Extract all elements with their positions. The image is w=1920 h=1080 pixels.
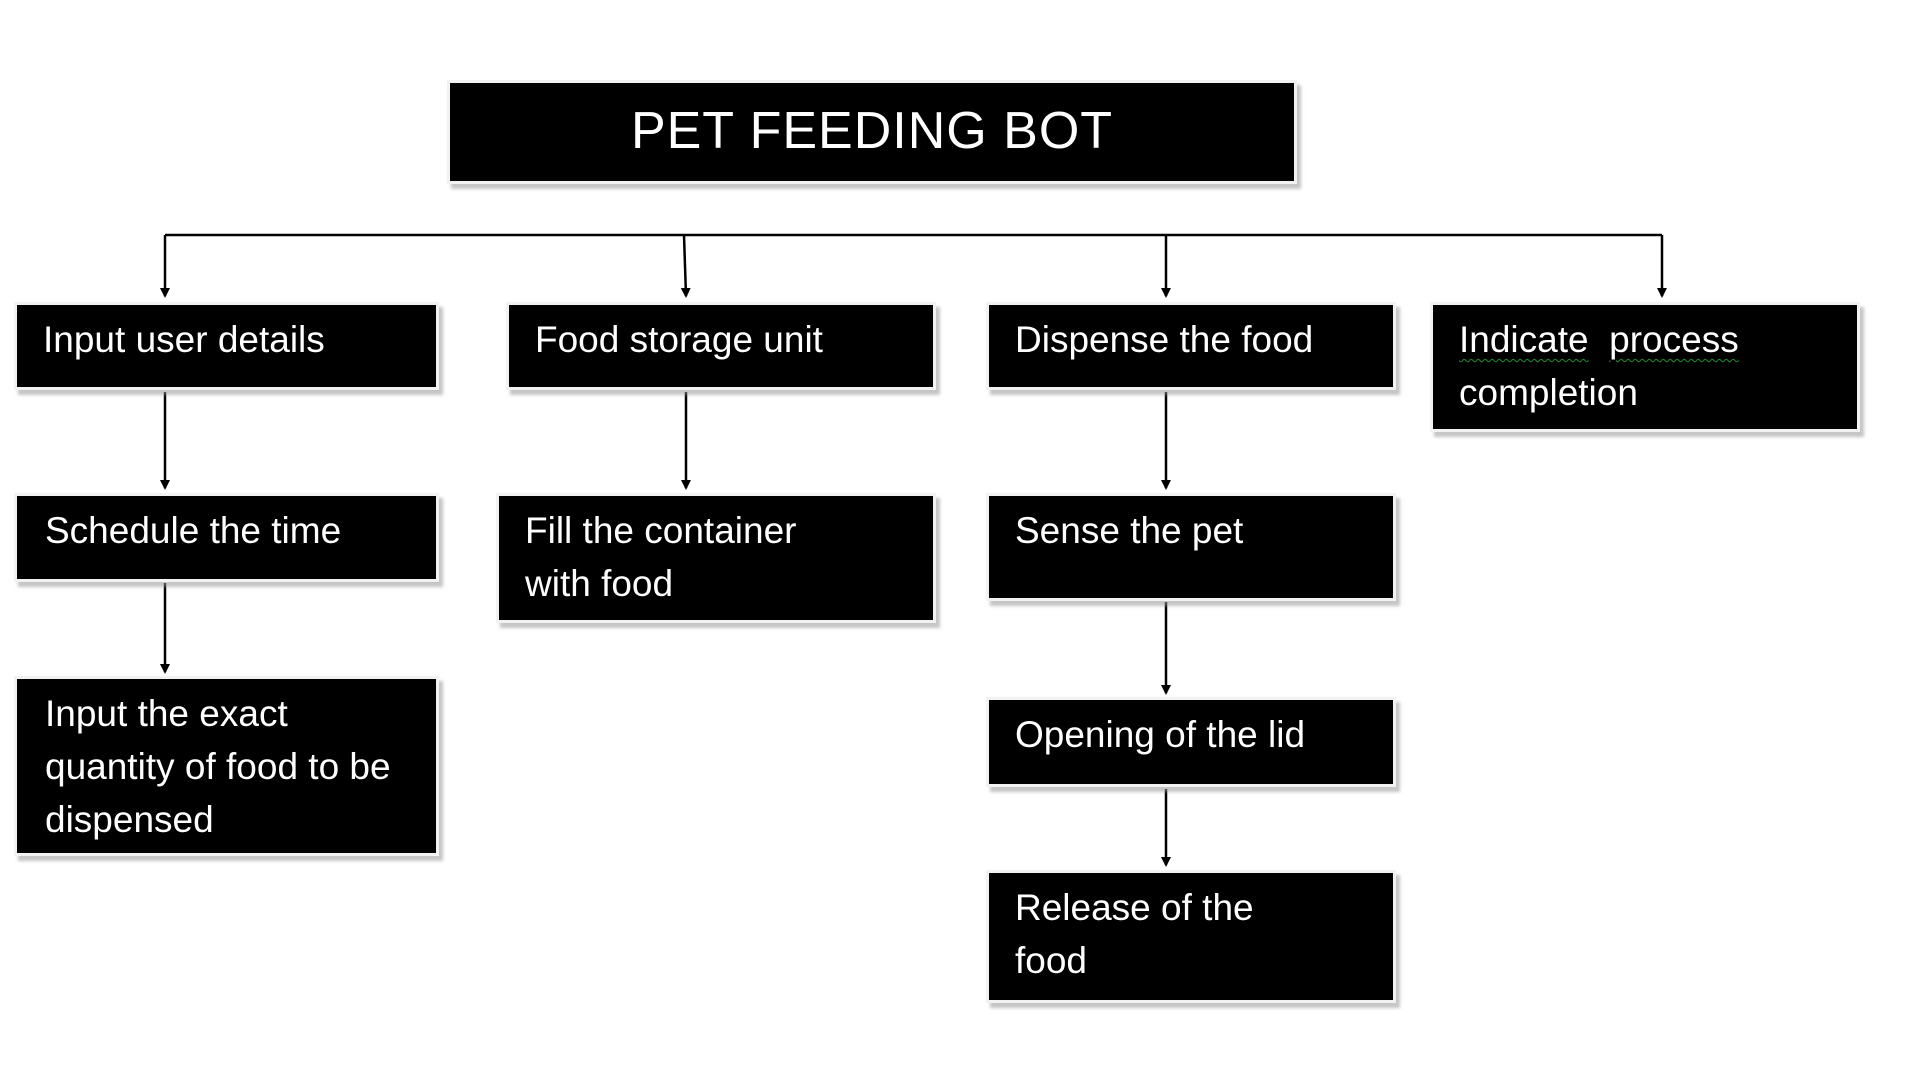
- box-dispense-the-food: Dispense the food: [986, 302, 1396, 390]
- diagram-title: PET FEEDING BOT: [630, 102, 1114, 160]
- box-indicate-process-completion: Indicate process completion: [1430, 302, 1860, 432]
- box-label: Food storage unit: [535, 319, 823, 360]
- box-label: Sense the pet: [1015, 510, 1244, 551]
- box-input-exact-quantity: Input the exact quantity of food to be d…: [14, 676, 439, 856]
- box-label: Input user details: [43, 319, 325, 360]
- arrow-to-food-storage-unit: [680, 234, 691, 298]
- box-label: Fill the container with food: [525, 510, 797, 604]
- box-label: Input the exact quantity of food to be d…: [45, 693, 391, 840]
- box-label: Opening of the lid: [1015, 714, 1306, 755]
- box-schedule-the-time: Schedule the time: [14, 493, 439, 582]
- box-label: Dispense the food: [1015, 319, 1314, 360]
- box-label-word: completion: [1459, 372, 1638, 413]
- box-sense-the-pet: Sense the pet: [986, 493, 1396, 601]
- box-label-word: Indicate: [1459, 319, 1589, 360]
- title-box: PET FEEDING BOT: [447, 80, 1297, 184]
- box-fill-the-container: Fill the container with food: [496, 493, 936, 623]
- box-opening-of-the-lid: Opening of the lid: [986, 697, 1396, 787]
- box-release-of-the-food: Release of the food: [986, 870, 1396, 1003]
- box-label: Schedule the time: [45, 510, 342, 551]
- box-label: Release of the food: [1015, 887, 1254, 981]
- box-food-storage-unit: Food storage unit: [506, 302, 936, 390]
- box-input-user-details: Input user details: [14, 302, 439, 390]
- box-label-word: process: [1609, 319, 1739, 360]
